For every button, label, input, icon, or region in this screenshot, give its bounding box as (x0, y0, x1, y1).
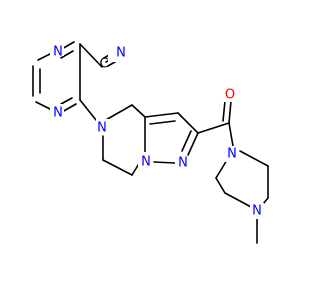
atom-labels: N C N N N N N O N N (50, 40, 264, 219)
piperazine-ring (215, 150, 269, 244)
pyrazine-n-bottom-label: N (53, 106, 63, 121)
ring-n-amine-label: N (97, 121, 107, 136)
tetrahydro-ring (102, 104, 146, 176)
molecule-diagram: N C N N N N N O N N (32, 40, 269, 244)
piperazine-n-amide-label: N (227, 147, 237, 162)
pyrazole-n1-label: N (141, 155, 151, 170)
pyrazine-to-ring-n-bond (79, 99, 97, 121)
pyrazine-n-top-label: N (53, 45, 63, 60)
pyrazole-ring (144, 112, 199, 164)
nitrile-n-label: N (116, 46, 126, 61)
piperazine-n-methyl-label: N (252, 204, 262, 219)
nitrile-c-label: C (99, 57, 108, 72)
carbonyl-o-label: O (225, 88, 235, 103)
carbonyl-group (197, 100, 234, 147)
pyrazole-n2-label: N (178, 156, 188, 171)
molecule-canvas: N C N N N N N O N N (32, 40, 269, 244)
